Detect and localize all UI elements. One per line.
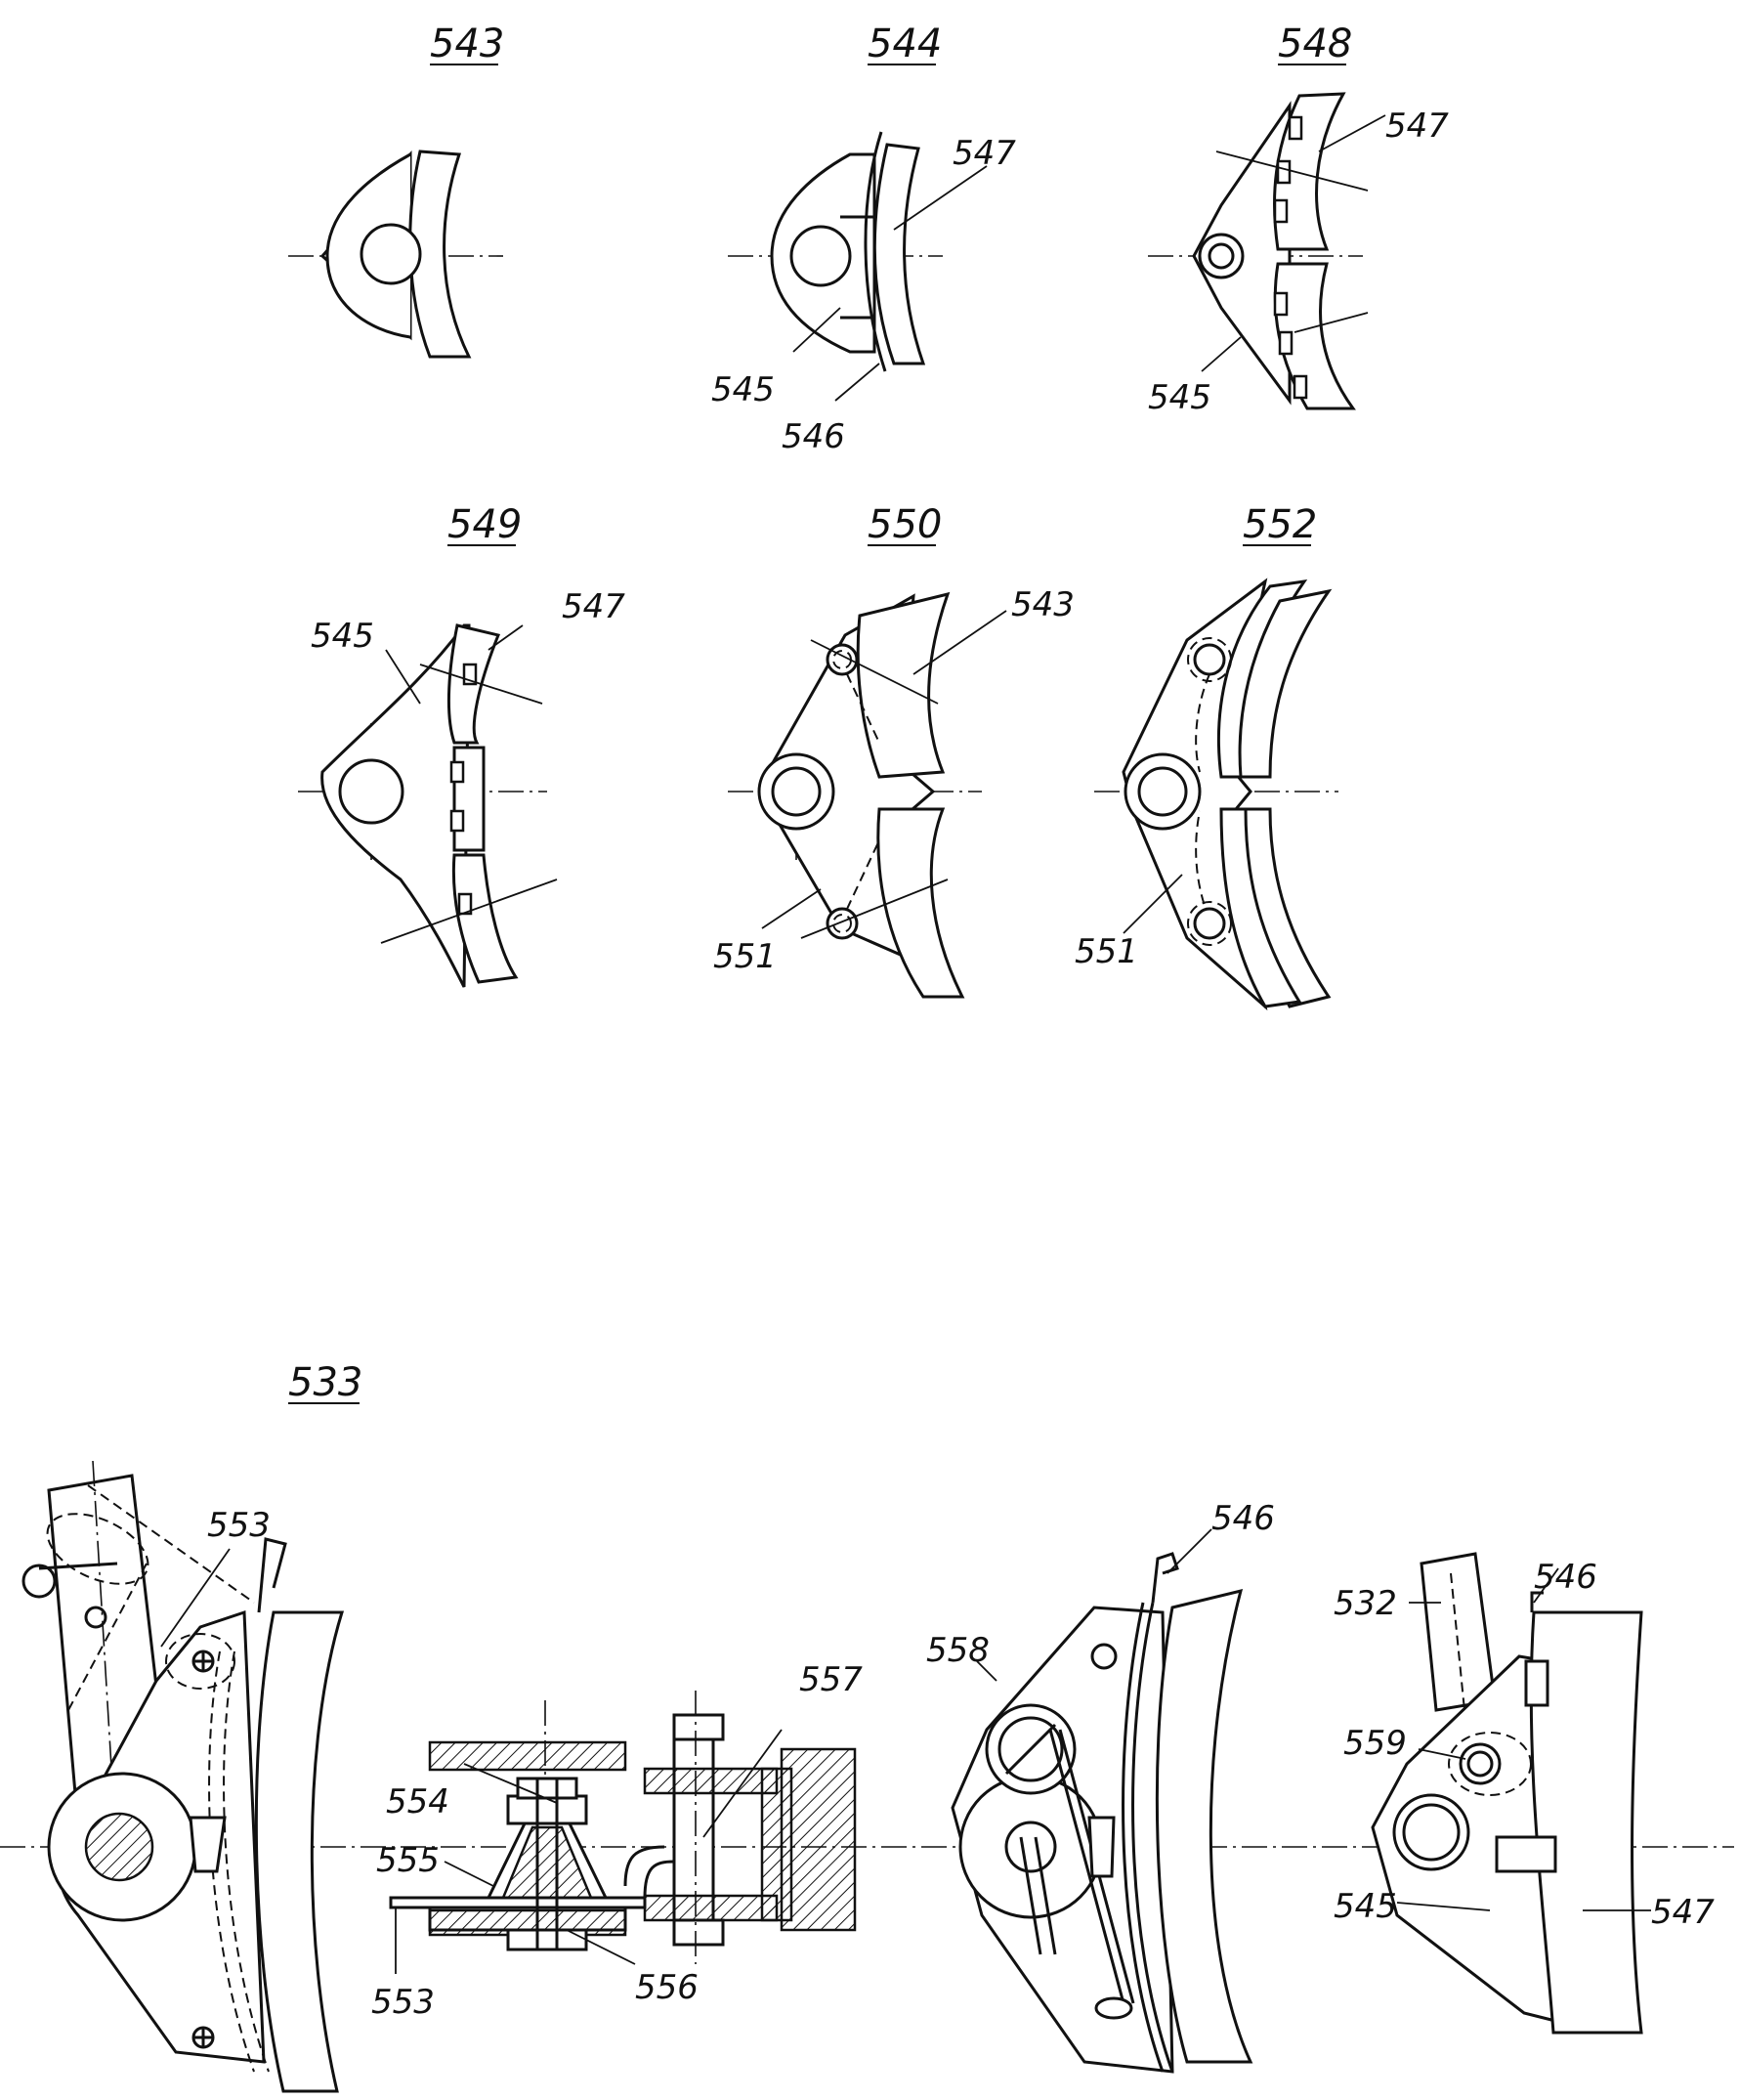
- figure-533: 533: [0, 1360, 1734, 2093]
- part-label-543: 543: [1011, 585, 1075, 624]
- part-label-545: 545: [1148, 378, 1211, 417]
- part-label-551: 551: [713, 937, 777, 976]
- part-label-545: 545: [1334, 1887, 1397, 1926]
- part-label-547: 547: [562, 587, 625, 626]
- figure-number: 549: [447, 502, 522, 547]
- part-label-556: 556: [635, 1968, 699, 2007]
- figure-number: 533: [288, 1360, 362, 1405]
- figure-number: 544: [868, 21, 942, 66]
- part-label-546: 546: [782, 417, 845, 456]
- figure-number: 548: [1278, 21, 1352, 66]
- part-label-547: 547: [1651, 1893, 1715, 1932]
- figure-543: 543: [288, 21, 504, 359]
- part-label-551: 551: [1075, 932, 1138, 971]
- part-label-555: 555: [376, 1841, 440, 1880]
- part-label-554: 554: [386, 1782, 449, 1821]
- figure-number: 550: [868, 502, 942, 547]
- middle-assembly: 554 555 553 556 557: [371, 1660, 863, 2022]
- part-label-532: 532: [1334, 1584, 1397, 1623]
- right-center-assembly: 558 546: [926, 1499, 1275, 2074]
- figure-number: 552: [1243, 502, 1317, 547]
- figure-552: 552 551: [1075, 502, 1338, 1011]
- right-assembly: 532 546 559 545 547: [1334, 1552, 1715, 2035]
- part-label-557: 557: [799, 1660, 863, 1699]
- part-label-553: 553: [371, 1983, 435, 2022]
- part-label-546: 546: [1534, 1558, 1597, 1597]
- part-label-553: 553: [207, 1506, 271, 1545]
- part-label-558: 558: [926, 1631, 990, 1670]
- part-label-559: 559: [1343, 1724, 1407, 1763]
- part-label-545: 545: [311, 617, 374, 656]
- part-label-547: 547: [953, 134, 1016, 173]
- part-label-547: 547: [1385, 107, 1449, 146]
- left-assembly: 553: [21, 1460, 345, 2093]
- part-label-546: 546: [1211, 1499, 1275, 1538]
- part-label-545: 545: [711, 370, 775, 409]
- figure-544: 544 547 545 546: [711, 21, 1016, 456]
- figure-number: 543: [430, 21, 504, 66]
- figure-550: 550 543 551: [713, 502, 1075, 999]
- figure-549: 549 545 547: [298, 502, 625, 988]
- figure-548: 548 547 545: [1148, 21, 1449, 417]
